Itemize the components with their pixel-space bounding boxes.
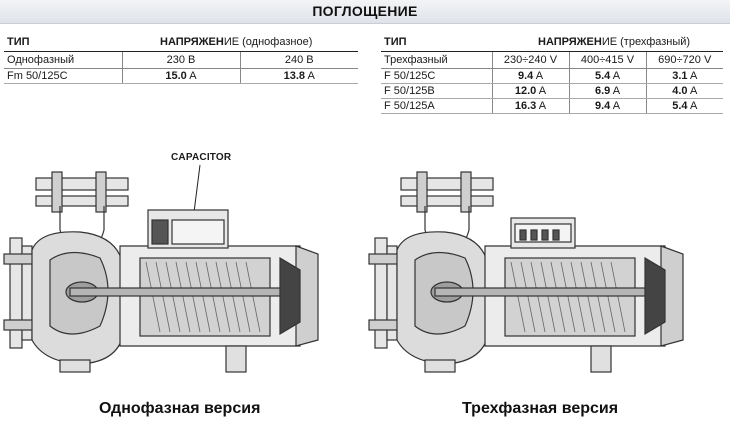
table-row: F 50/125A 16.3 A 9.4 A 5.4 A — [381, 98, 723, 114]
capacitor-label: CAPACITOR — [171, 152, 232, 163]
phase-label: Трехфазный — [381, 51, 492, 69]
current-cell: 6.9 A — [568, 83, 646, 99]
header-band — [0, 0, 730, 24]
three-phase-caption: Трехфазная версия — [462, 400, 619, 417]
table-row: F 50/125B 12.0 A 6.9 A 4.0 A — [381, 83, 723, 99]
current-cell: 5.4 A — [568, 68, 646, 84]
three-phase-table: ТИП НАПРЯЖЕНИЕ (трехфазный) Трехфазный 2… — [381, 33, 723, 114]
table-row: F 50/125C 9.4 A 5.4 A 3.1 A — [381, 68, 723, 84]
model-cell: Fm 50/125C — [4, 68, 122, 84]
table-row: Fm 50/125C 15.0 A 13.8 A — [4, 68, 358, 84]
current-cell: 13.8 A — [239, 68, 358, 84]
voltage-col-2: 240 В — [239, 51, 358, 69]
current-cell: 12.0 A — [491, 83, 569, 99]
voltage-header-note: ИЕ (однофазное) — [223, 36, 313, 48]
single-phase-pump-illustration — [3, 164, 319, 373]
current-cell: 4.0 A — [645, 83, 723, 99]
voltage-col-1: 230÷240 V — [491, 51, 569, 69]
three-phase-pump-illustration — [368, 171, 684, 373]
voltage-col-3: 690÷720 V — [645, 51, 723, 69]
voltage-header: НАПРЯЖЕНИЕ (трехфазный) — [492, 33, 723, 52]
voltage-col-1: 230 В — [121, 51, 240, 69]
type-header: ТИП — [381, 33, 492, 52]
voltage-header: НАПРЯЖЕНИЕ (однофазное) — [122, 33, 358, 52]
phase-label: Однофазный — [4, 51, 122, 69]
single-phase-caption: Однофазная версия — [99, 400, 261, 417]
type-header: ТИП — [4, 33, 122, 52]
voltage-col-2: 400÷415 V — [568, 51, 646, 69]
current-cell: 15.0 A — [121, 68, 240, 84]
model-cell: F 50/125B — [381, 83, 492, 99]
current-cell: 16.3 A — [491, 98, 569, 114]
current-cell: 3.1 A — [645, 68, 723, 84]
voltage-header-bold: НАПРЯЖЕН — [160, 36, 224, 48]
model-cell: F 50/125A — [381, 98, 492, 114]
single-phase-table: ТИП НАПРЯЖЕНИЕ (однофазное) Однофазный 2… — [4, 33, 358, 84]
voltage-header-note: ИЕ (трехфазный) — [601, 36, 691, 48]
current-cell: 9.4 A — [491, 68, 569, 84]
current-cell: 5.4 A — [645, 98, 723, 114]
voltage-header-bold: НАПРЯЖЕН — [538, 36, 602, 48]
current-cell: 9.4 A — [568, 98, 646, 114]
page-title: ПОГЛОЩЕНИЕ — [312, 3, 418, 19]
model-cell: F 50/125C — [381, 68, 492, 84]
